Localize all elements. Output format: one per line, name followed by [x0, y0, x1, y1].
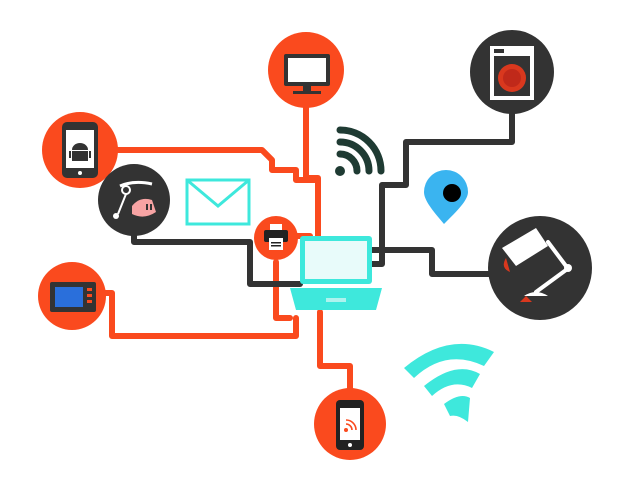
- hair-dryer-node-circle: [98, 164, 170, 236]
- line-tv-to-laptop: [303, 105, 321, 241]
- wifi-icon-large: [404, 343, 494, 422]
- line-smartphone-to-laptop: [317, 309, 353, 391]
- tv-icon: [284, 54, 330, 94]
- wifi-large-band-1: [404, 343, 494, 378]
- wifi-arc-1: [336, 150, 361, 175]
- desk-lamp-icon: [502, 228, 572, 302]
- hair-dryer-node[interactable]: [98, 164, 170, 236]
- envelope-flap: [186, 178, 250, 208]
- microwave-icon: [50, 282, 96, 312]
- laptop-screen: [305, 241, 367, 279]
- laptop-icon[interactable]: [290, 236, 382, 310]
- hair-dryer-icon: [113, 180, 156, 219]
- desk-lamp-node[interactable]: [488, 216, 592, 320]
- wifi-arc-3: [336, 126, 385, 175]
- line-washer-to-laptop: [369, 107, 515, 267]
- wifi-large-band-3: [444, 396, 470, 422]
- desk-lamp-node-circle: [488, 216, 592, 320]
- smartphone-node[interactable]: [314, 388, 386, 460]
- android-phone-node[interactable]: [42, 112, 118, 188]
- location-pin-icon: [424, 170, 468, 224]
- android-phone-icon: [62, 122, 98, 178]
- line-printer-down: [273, 259, 293, 321]
- line-microwave-to-center: [95, 290, 299, 339]
- microwave-node[interactable]: [38, 262, 106, 330]
- wifi-large-band-2: [424, 369, 480, 396]
- line-android-to-laptop: [115, 147, 321, 183]
- tv-node[interactable]: [268, 32, 344, 108]
- wifi-icon: [335, 126, 385, 176]
- washing-machine-node[interactable]: [470, 30, 554, 114]
- laptop-trackpad: [326, 298, 346, 302]
- printer-icon: [264, 224, 288, 250]
- smartphone-rss-icon: [336, 400, 364, 450]
- wifi-dot: [335, 166, 345, 176]
- wifi-arc-2: [336, 138, 373, 175]
- washing-machine-icon: [490, 46, 534, 100]
- envelope-body: [185, 178, 251, 226]
- location-pin-dot: [443, 184, 461, 202]
- line-lamp-to-laptop: [369, 247, 501, 277]
- printer-node[interactable]: [254, 216, 298, 260]
- envelope-icon: [185, 178, 251, 226]
